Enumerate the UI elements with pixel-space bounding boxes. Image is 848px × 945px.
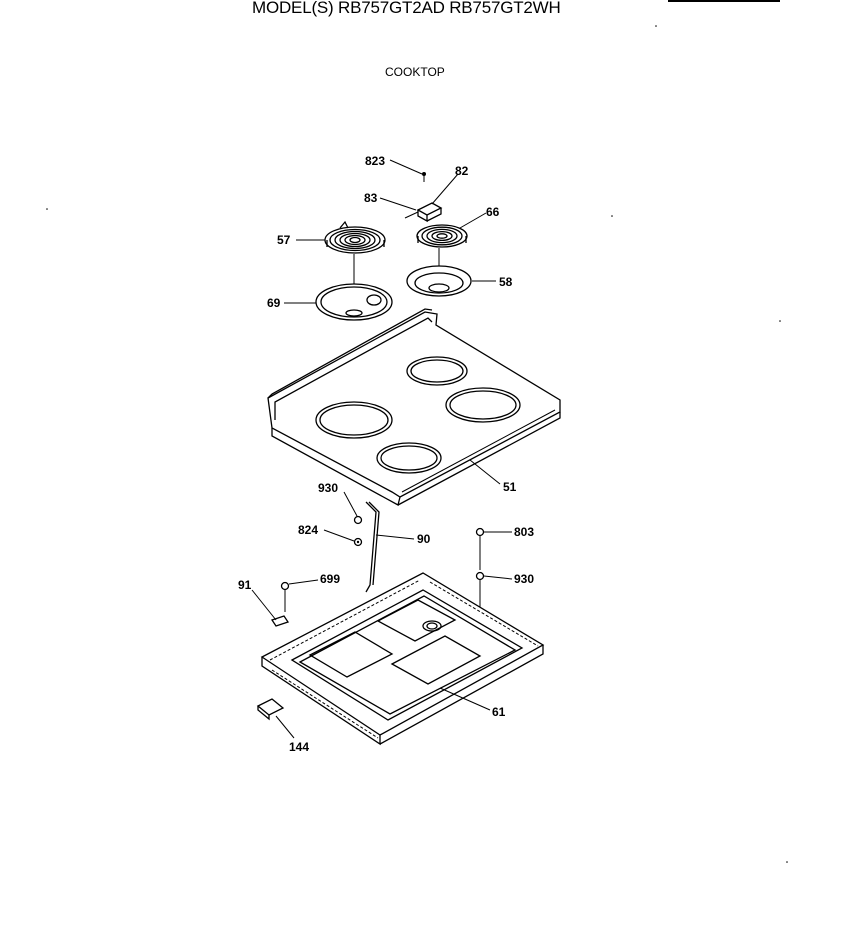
header-rule [668, 0, 780, 2]
diagram-subtitle: COOKTOP [385, 65, 445, 79]
cooktop-panel [267, 308, 561, 506]
drip-pan-large [315, 254, 393, 321]
part-label-144: 144 [289, 740, 309, 754]
spring-clip-930-left [353, 515, 363, 525]
part-label-699: 699 [320, 572, 340, 586]
part-label-823: 823 [365, 154, 385, 168]
part-label-83: 83 [364, 191, 378, 205]
part-label-91: 91 [238, 578, 252, 592]
diagram-title: MODEL(S) RB757GT2AD RB757GT2WH [252, 0, 561, 17]
drip-pan-small [406, 248, 472, 297]
part-label-58: 58 [499, 275, 513, 289]
screw-699 [280, 581, 290, 612]
part-label-824: 824 [298, 523, 318, 537]
part-label-803: 803 [514, 525, 534, 539]
surface-element-large [324, 220, 386, 254]
part-label-90: 90 [417, 532, 431, 546]
part-label-51: 51 [503, 480, 517, 494]
part-label-930-right: 930 [514, 572, 534, 586]
part-label-930-left: 930 [318, 481, 338, 495]
surface-element-small [416, 224, 468, 248]
part-label-66: 66 [486, 205, 500, 219]
clip-91 [270, 615, 290, 627]
scan-specks [46, 25, 788, 863]
part-label-57: 57 [277, 233, 291, 247]
leader-lines [251, 159, 513, 739]
part-label-82: 82 [455, 164, 469, 178]
part-label-69: 69 [267, 296, 281, 310]
support-rod-90 [365, 501, 380, 593]
nut-824 [353, 537, 363, 547]
part-label-61: 61 [492, 705, 506, 719]
terminal-block [404, 202, 443, 223]
burner-box-61 [260, 572, 545, 746]
screw-823 [422, 172, 426, 182]
screw-803 [475, 527, 485, 570]
bracket-144 [256, 698, 285, 721]
